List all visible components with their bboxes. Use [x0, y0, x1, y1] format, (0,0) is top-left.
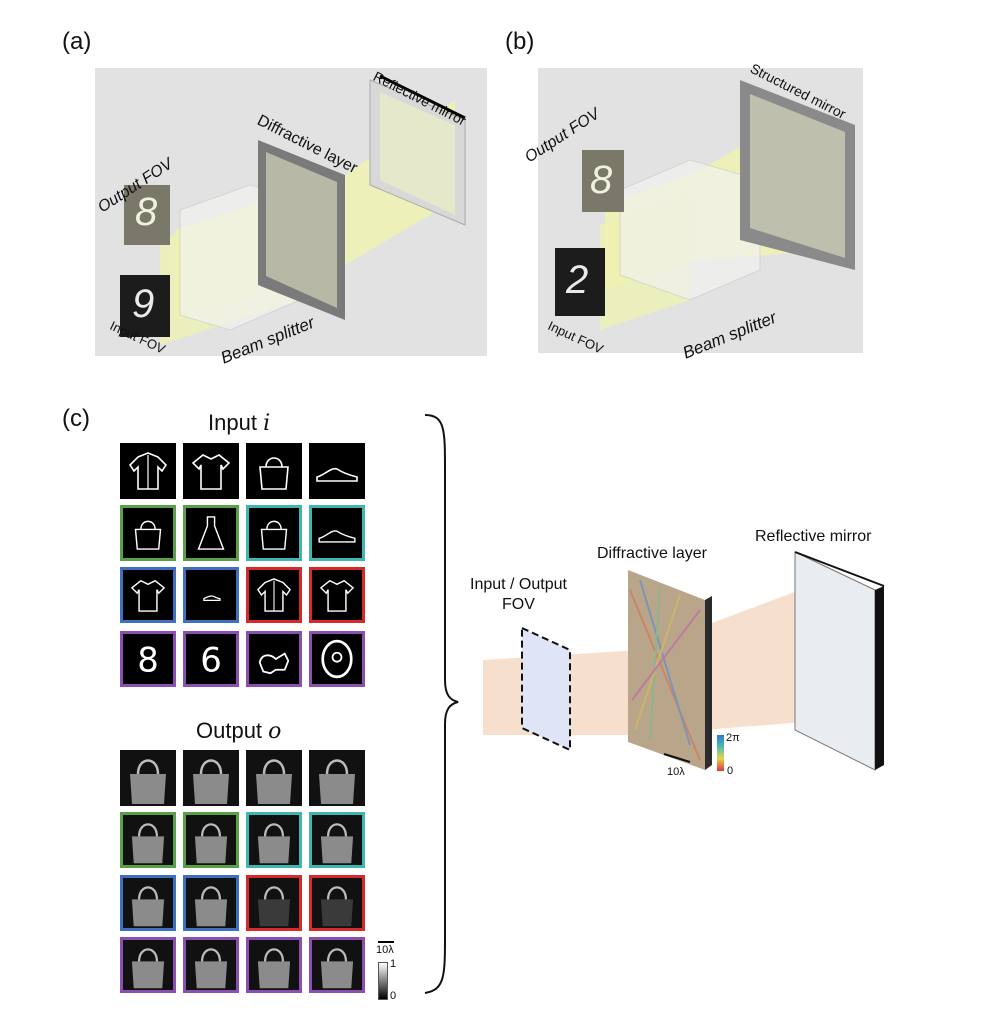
panel-b-beam-upper	[605, 110, 835, 290]
input-tile-tshirt-icon	[183, 443, 239, 499]
output-scale-label: 10λ	[376, 944, 394, 956]
svg-text:6: 6	[200, 641, 222, 680]
output-tile-bag-icon	[120, 937, 176, 993]
curly-brace	[424, 414, 459, 994]
input-tile-tshirt-icon	[120, 567, 176, 623]
input-tile-6-icon: 6	[183, 631, 239, 687]
svg-text:8: 8	[137, 641, 159, 680]
panel-a-diffractive-layer-label: Diffractive layer	[254, 112, 360, 178]
panel-a-input-digit: 9	[132, 282, 155, 326]
panel-b-beam-splitter	[619, 159, 761, 301]
output-tile-bag-icon	[120, 812, 176, 868]
panel-a-reflective-mirror-label: Reflective mirror	[370, 68, 469, 129]
setup-fov	[521, 626, 571, 752]
input-tile-bag-icon	[120, 505, 176, 561]
input-tile-sneaker-icon	[309, 505, 365, 561]
output-tile-bag-icon	[309, 812, 365, 868]
panel-b-beam-splitter-label: Beam splitter	[680, 307, 780, 363]
setup-phase-max-label: 2π	[726, 732, 740, 744]
input-tile-shirt-icon	[246, 567, 302, 623]
output-tile-bag-icon	[246, 750, 302, 806]
output-tile-bag-icon	[309, 937, 365, 993]
input-tile-8-icon: 8	[120, 631, 176, 687]
input-tile-sneaker-small-icon	[183, 567, 239, 623]
panel-b-output-digit: 8	[590, 158, 613, 202]
input-tile-sneaker-icon	[309, 443, 365, 499]
input-grid-title: Input i	[208, 410, 271, 436]
setup-beam	[483, 590, 850, 735]
panel-a-beam-splitter-label: Beam splitter	[218, 312, 318, 368]
output-tile-bag-icon	[183, 812, 239, 868]
setup-diffractive-layer-label: Diffractive layer	[597, 545, 707, 562]
output-tile-bag-icon	[309, 750, 365, 806]
panel-a-beam-lower	[160, 185, 300, 345]
output-tile-bag-icon	[246, 875, 302, 931]
setup-fov-label-line2: FOV	[502, 596, 535, 613]
input-tile-shirt-icon	[120, 443, 176, 499]
input-tile-tshirt-icon	[309, 567, 365, 623]
setup-phase-colorbar	[717, 735, 724, 771]
input-tile-cat-icon	[246, 631, 302, 687]
setup-phase-min-label: 0	[727, 765, 734, 777]
panel-b-input-digit: 2	[566, 258, 589, 302]
output-colorbar-max: 1	[390, 958, 397, 970]
output-colorbar	[378, 962, 388, 1000]
setup-fov-label-line1: Input / Output	[470, 576, 567, 593]
panel-b-beam-lower	[600, 195, 690, 330]
output-tile-bag-icon	[183, 937, 239, 993]
output-tile-bag-icon	[183, 750, 239, 806]
panel-a-beam-splitter	[179, 184, 301, 331]
panel-b-letter: (b)	[505, 28, 535, 55]
output-tile-bag-icon	[309, 875, 365, 931]
input-tile-bag-icon	[246, 443, 302, 499]
output-grid-title: Output o	[196, 718, 282, 744]
setup-reflective-mirror	[794, 551, 876, 771]
input-tile-dress-icon	[183, 505, 239, 561]
output-colorbar-min: 0	[390, 990, 397, 1002]
input-tile-face-icon	[309, 631, 365, 687]
panel-a-letter: (a)	[62, 28, 92, 55]
setup-reflective-mirror-label: Reflective mirror	[755, 528, 872, 545]
output-tile-bag-icon	[183, 875, 239, 931]
output-tile-bag-icon	[246, 812, 302, 868]
output-tile-bag-icon	[120, 750, 176, 806]
output-tile-bag-icon	[120, 875, 176, 931]
setup-diffractive-layer	[628, 570, 705, 770]
output-scale-bar	[378, 941, 394, 943]
panel-b-input-fov-label: Input FOV	[545, 318, 606, 357]
setup-scale-bar	[663, 753, 691, 763]
panel-a-beam-upper	[175, 100, 455, 320]
output-tile-bag-icon	[246, 937, 302, 993]
panel-c-letter: (c)	[62, 405, 90, 432]
panel-b-structured-mirror-label: Structured mirror	[747, 60, 849, 122]
input-tile-bag-icon	[246, 505, 302, 561]
setup-scale-label: 10λ	[667, 766, 685, 778]
panel-a-output-digit: 8	[135, 190, 158, 234]
